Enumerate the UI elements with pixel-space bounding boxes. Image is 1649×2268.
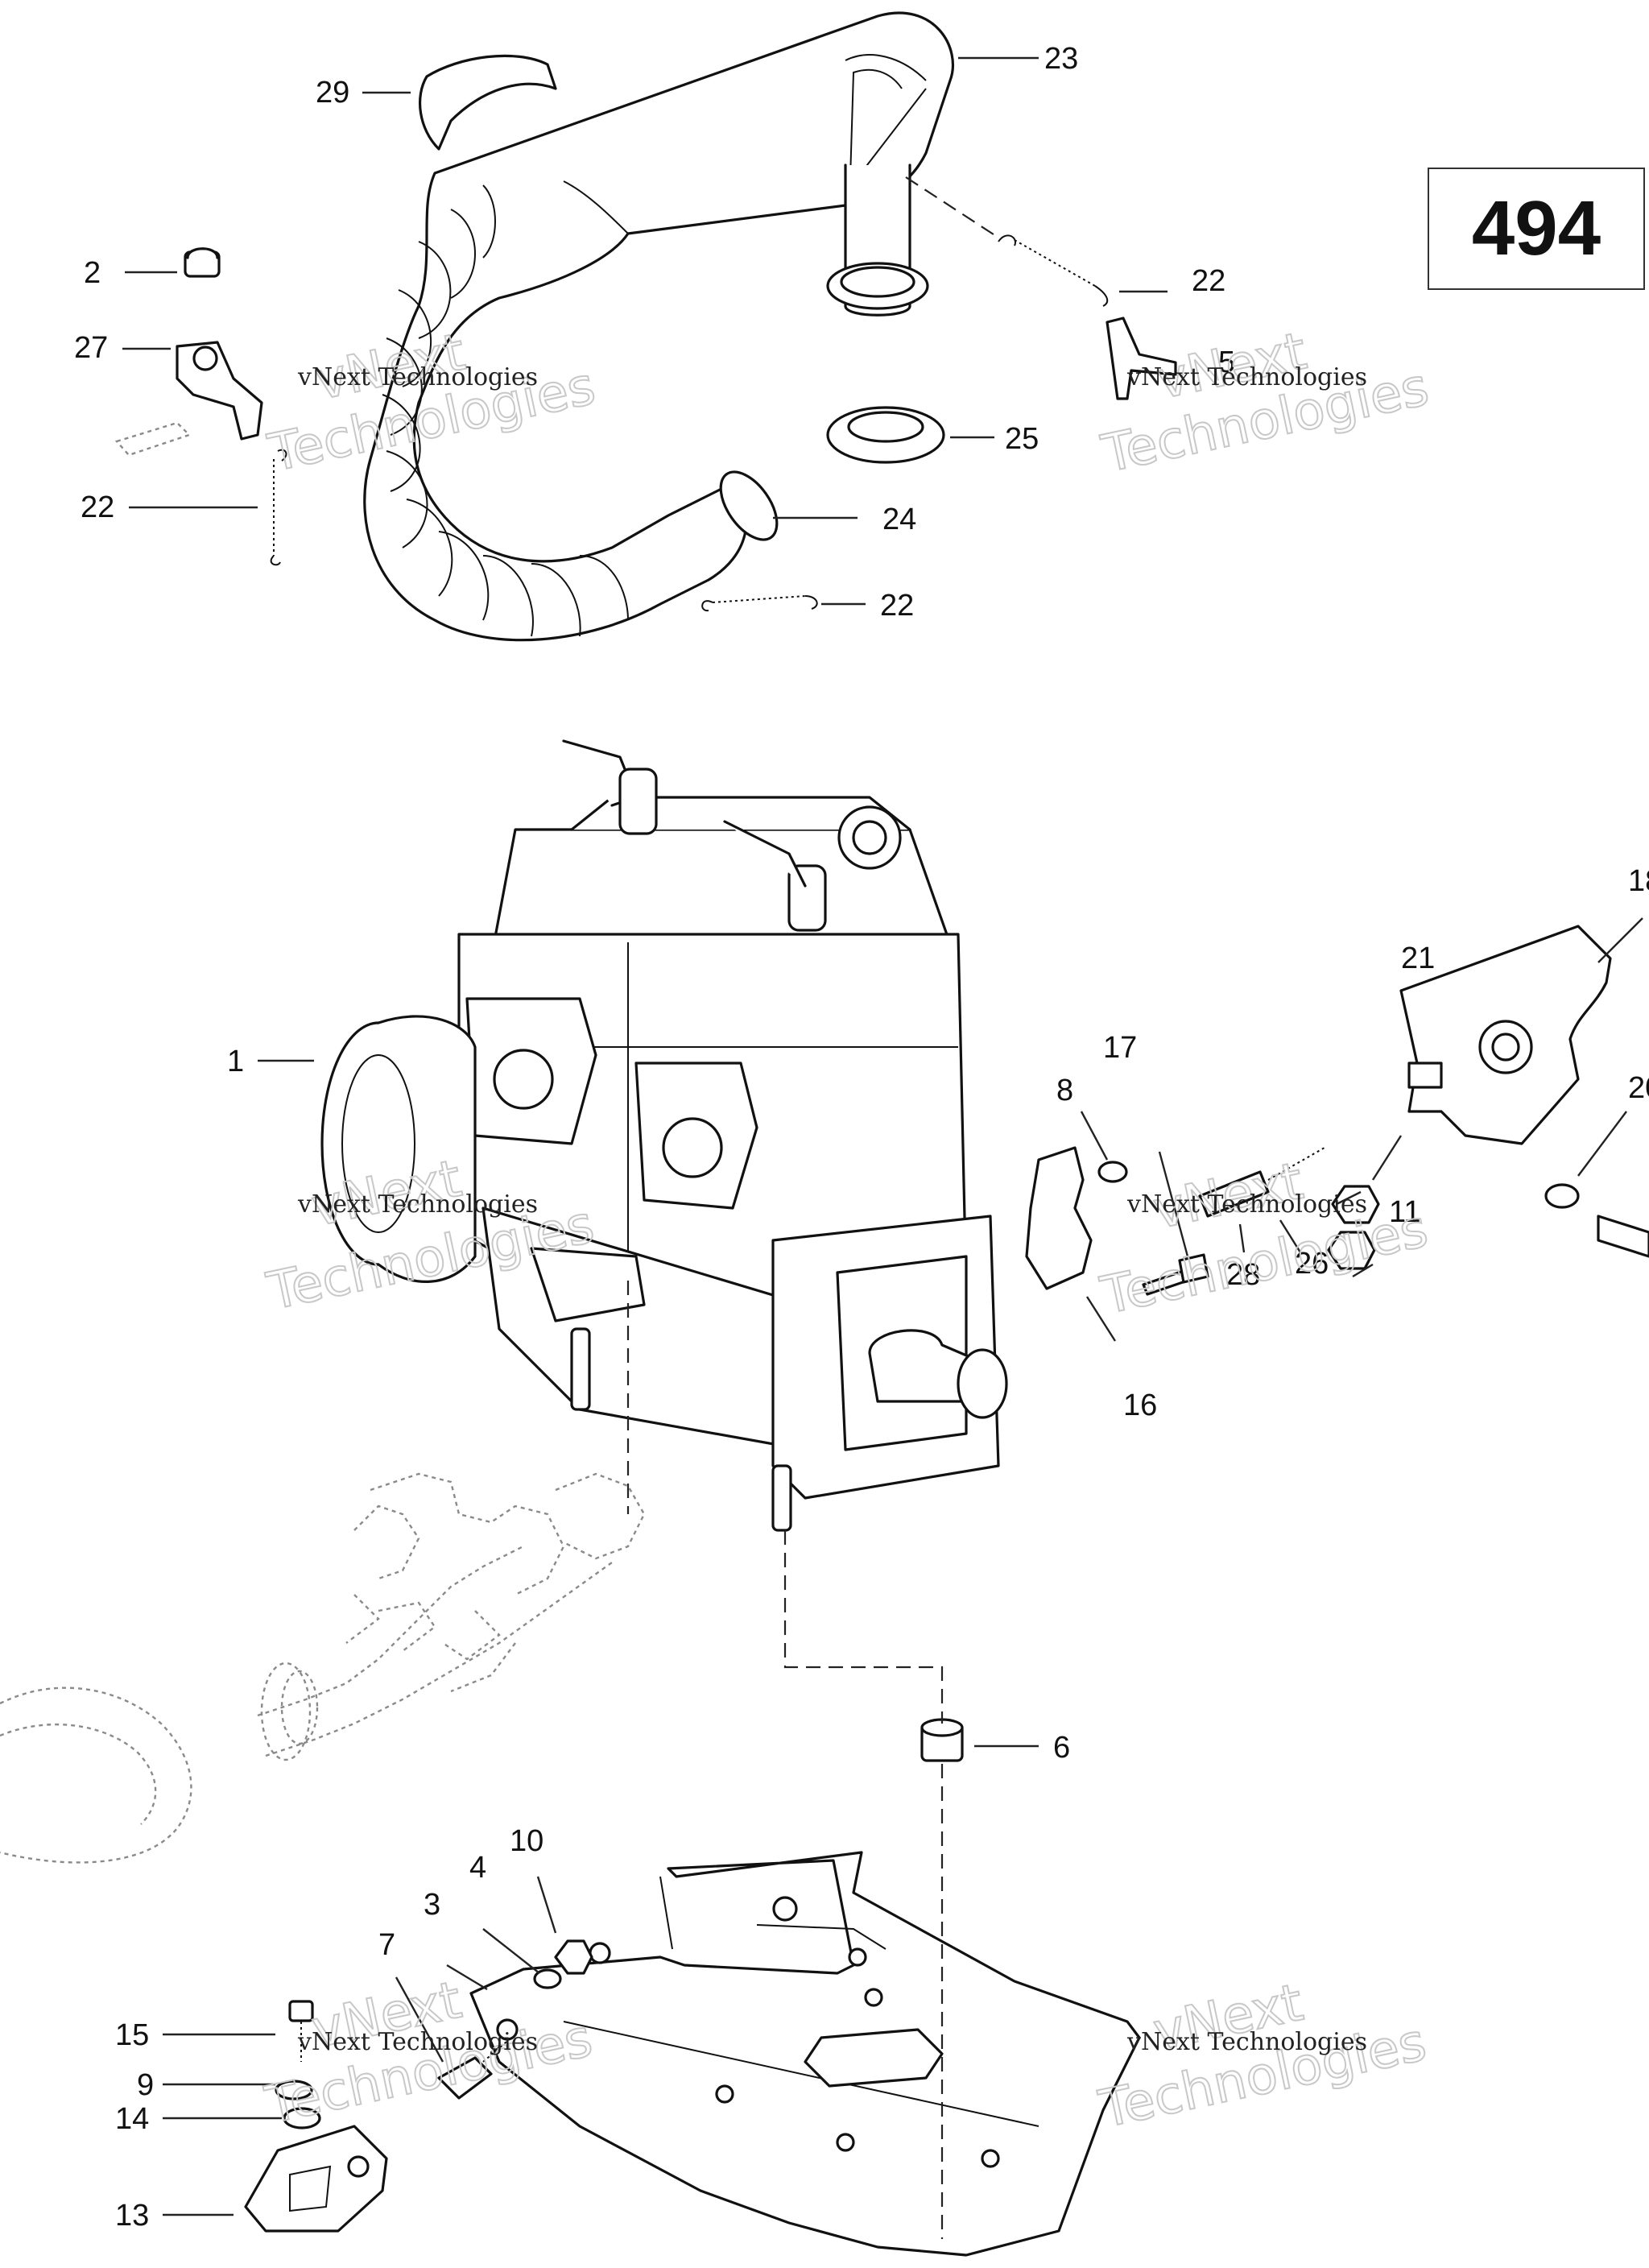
callout-3: 3 — [424, 1888, 440, 1922]
page-number-box: 494 — [1428, 168, 1645, 290]
callout-6: 6 — [1053, 1731, 1070, 1765]
center-lines — [626, 176, 999, 2239]
engine-mount-plate — [469, 1851, 1141, 2257]
spring-parts — [270, 234, 1109, 612]
right-hardware-parts — [1025, 925, 1649, 1296]
lower-hardware-parts — [244, 1718, 964, 2233]
callout-21: 21 — [1401, 942, 1435, 975]
callout-28: 28 — [1226, 1258, 1260, 1292]
watermark-text: vNext Technologies — [297, 363, 538, 391]
callout-11: 11 — [1389, 1195, 1420, 1229]
watermark-text: vNext Technologies — [297, 1190, 538, 1219]
leader-lines — [122, 56, 1643, 2216]
callout-16: 16 — [1123, 1389, 1157, 1422]
callout-26: 26 — [1295, 1247, 1329, 1281]
bolt-and-bracket-parts — [114, 247, 263, 457]
watermark-text: vNext Technologies — [297, 2028, 538, 2056]
watermark-text: vNext Technologies — [1126, 1190, 1367, 1219]
ghost-exhaust-manifold — [0, 1472, 646, 1864]
callout-22-left: 22 — [81, 490, 114, 524]
callout-2: 2 — [84, 256, 101, 290]
callout-22-lower: 22 — [880, 589, 914, 623]
callout-25: 25 — [1005, 422, 1039, 456]
callout-17: 17 — [1103, 1031, 1137, 1065]
callout-22-top-right: 22 — [1192, 264, 1225, 298]
callout-15: 15 — [115, 2018, 149, 2052]
callout-13: 13 — [115, 2199, 149, 2233]
callout-23: 23 — [1044, 42, 1078, 76]
sleeve-part — [418, 54, 557, 151]
page-number: 494 — [1471, 185, 1601, 271]
callout-10: 10 — [510, 1824, 543, 1858]
callout-14: 14 — [115, 2102, 149, 2136]
watermark-middle-right: vNext Technologies — [1095, 1151, 1434, 1327]
engine-block — [320, 739, 1008, 1532]
bracket-part — [1106, 317, 1177, 400]
callout-27: 27 — [74, 331, 108, 365]
callout-4: 4 — [469, 1851, 486, 1885]
exhaust-pipe — [363, 11, 955, 642]
watermark-top-right: vNext Technologies — [1096, 321, 1435, 485]
callout-5: 5 — [1218, 346, 1235, 379]
watermark-text: vNext Technologies — [1126, 2028, 1367, 2056]
callout-24: 24 — [882, 503, 916, 536]
watermark-text: vNext Technologies — [1126, 363, 1367, 391]
grommet-part — [826, 406, 945, 464]
callout-20: 20 — [1628, 1071, 1649, 1105]
callout-8: 8 — [1056, 1074, 1073, 1107]
callout-7: 7 — [378, 1928, 395, 1962]
callout-18: 18 — [1628, 864, 1649, 898]
callout-29: 29 — [316, 76, 349, 110]
callout-9: 9 — [137, 2068, 154, 2102]
callout-labels: 29 23 2 27 22 22 22 5 25 24 1 18 21 20 1… — [74, 42, 1649, 2233]
callout-1: 1 — [227, 1045, 244, 1078]
